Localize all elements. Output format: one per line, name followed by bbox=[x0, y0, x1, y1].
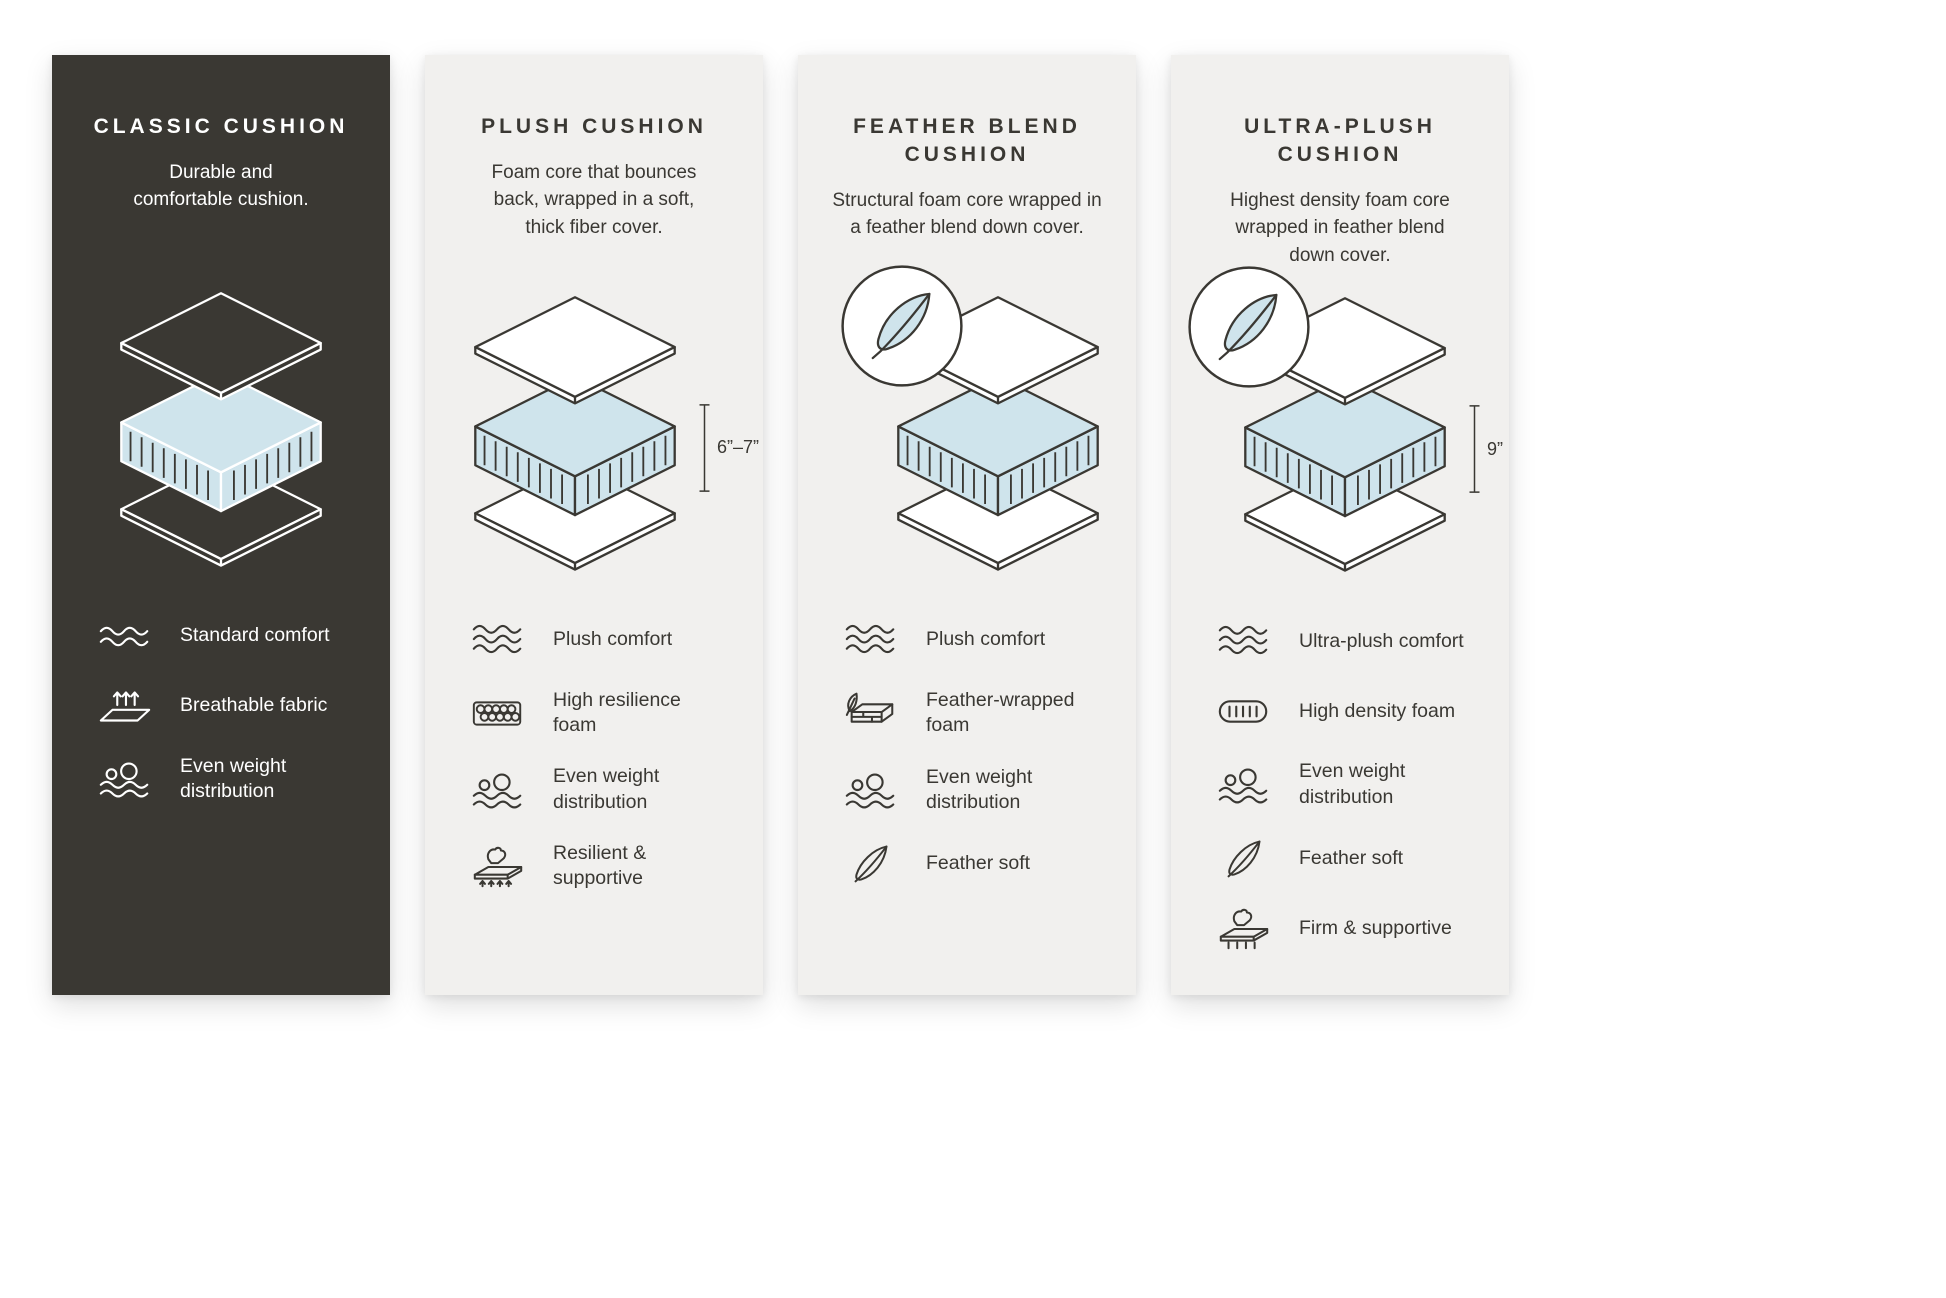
feature-row: Firm & supportive bbox=[1215, 906, 1479, 950]
feature-label: High resilience foam bbox=[553, 688, 681, 736]
card-plush-cushion: PLUSH CUSHION Foam core that bounces bac… bbox=[425, 55, 763, 995]
dimension-bracket-icon bbox=[697, 382, 712, 514]
feature-label: Plush comfort bbox=[553, 627, 673, 650]
dimension-bracket-icon bbox=[1467, 383, 1482, 515]
resilience-foam-icon bbox=[469, 691, 527, 735]
card-title: FEATHER BLEND CUSHION bbox=[853, 115, 1081, 166]
card-title: CLASSIC CUSHION bbox=[93, 115, 349, 138]
height-dimension: 6”–7” bbox=[697, 382, 759, 514]
feature-row: Breathable fabric bbox=[96, 684, 360, 728]
feather-icon bbox=[1215, 836, 1273, 880]
feature-list: Plush comfort Feather-wrapped foam Even … bbox=[828, 618, 1106, 885]
feature-row: Feather soft bbox=[842, 841, 1106, 885]
comfort-waves-icon bbox=[96, 614, 154, 658]
feather-icon bbox=[842, 841, 900, 885]
dimension-label: 6”–7” bbox=[717, 437, 760, 458]
feature-row: Standard comfort bbox=[96, 614, 360, 658]
resilient-supportive-icon bbox=[469, 844, 527, 888]
layered-cushion-illustration bbox=[455, 288, 695, 576]
feature-row: Feather soft bbox=[1215, 836, 1479, 880]
feature-list: Plush comfort High resilience foam Even … bbox=[455, 618, 733, 892]
feature-label: Breathable fabric bbox=[180, 694, 328, 717]
card-description: Structural foam core wrapped in a feathe… bbox=[832, 189, 1102, 239]
card-title: PLUSH CUSHION bbox=[481, 115, 707, 138]
feature-row: High resilience foam bbox=[469, 688, 733, 739]
cushion-diagram: 9” bbox=[1225, 289, 1503, 577]
comfort-waves-icon bbox=[1215, 619, 1273, 663]
cushion-diagram: 6”–7” bbox=[455, 288, 759, 576]
card-title: ULTRA-PLUSH CUSHION bbox=[1244, 115, 1436, 166]
layered-cushion-illustration bbox=[101, 284, 341, 572]
cushion-diagram bbox=[101, 284, 341, 572]
feature-label: Feather soft bbox=[1299, 846, 1404, 869]
feather-badge-icon bbox=[836, 260, 968, 392]
feature-label: Even weight distribution bbox=[926, 765, 1033, 813]
feature-label: Even weight distribution bbox=[180, 755, 287, 803]
even-weight-icon bbox=[469, 768, 527, 812]
feature-label: Plush comfort bbox=[926, 628, 1046, 651]
cushion-diagram bbox=[878, 288, 1118, 576]
feature-label: Even weight distribution bbox=[553, 765, 660, 813]
feature-label: Even weight distribution bbox=[1299, 760, 1406, 808]
firm-supportive-icon bbox=[1215, 906, 1273, 950]
dimension-label: 9” bbox=[1487, 438, 1504, 459]
card-description: Durable and comfortable cushion. bbox=[133, 161, 309, 211]
comfort-waves-icon bbox=[842, 618, 900, 662]
feature-row: Plush comfort bbox=[842, 618, 1106, 662]
feature-label: Feather soft bbox=[926, 851, 1031, 874]
height-dimension: 9” bbox=[1467, 383, 1503, 515]
feature-label: Resilient & supportive bbox=[553, 841, 647, 890]
feature-row: Even weight distribution bbox=[469, 764, 733, 815]
feature-list: Ultra-plush comfort High density foam Ev… bbox=[1201, 619, 1479, 950]
feature-list: Standard comfort Breathable fabric Even … bbox=[82, 614, 360, 805]
feature-label: Firm & supportive bbox=[1299, 916, 1452, 939]
even-weight-icon bbox=[1215, 763, 1273, 807]
feature-label: Ultra-plush comfort bbox=[1299, 629, 1464, 652]
even-weight-icon bbox=[842, 768, 900, 812]
feature-row: Even weight distribution bbox=[96, 754, 360, 805]
card-description: Foam core that bounces back, wrapped in … bbox=[491, 161, 697, 239]
feature-row: High density foam bbox=[1215, 689, 1479, 733]
feature-row: Even weight distribution bbox=[842, 765, 1106, 816]
card-ultra-plush-cushion: ULTRA-PLUSH CUSHION Highest density foam… bbox=[1171, 55, 1509, 995]
comfort-waves-icon bbox=[469, 618, 527, 662]
feature-row: Resilient & supportive bbox=[469, 841, 733, 892]
feather-badge-icon bbox=[1183, 261, 1315, 393]
feature-row: Plush comfort bbox=[469, 618, 733, 662]
feature-label: Feather-wrapped foam bbox=[926, 688, 1075, 737]
card-classic-cushion: CLASSIC CUSHION Durable and comfortable … bbox=[52, 55, 390, 995]
breathable-fabric-icon bbox=[96, 684, 154, 728]
feature-label: Standard comfort bbox=[180, 624, 330, 647]
feature-row: Ultra-plush comfort bbox=[1215, 619, 1479, 663]
feature-row: Feather-wrapped foam bbox=[842, 688, 1106, 739]
cushion-comparison-board: CLASSIC CUSHION Durable and comfortable … bbox=[52, 55, 1509, 995]
high-density-foam-icon bbox=[1215, 689, 1273, 733]
even-weight-icon bbox=[96, 757, 154, 801]
feature-label: High density foam bbox=[1299, 699, 1456, 722]
feather-wrapped-foam-icon bbox=[842, 691, 900, 735]
card-description: Highest density foam core wrapped in fea… bbox=[1230, 189, 1450, 266]
card-feather-blend-cushion: FEATHER BLEND CUSHION Structural foam co… bbox=[798, 55, 1136, 995]
feature-row: Even weight distribution bbox=[1215, 759, 1479, 810]
